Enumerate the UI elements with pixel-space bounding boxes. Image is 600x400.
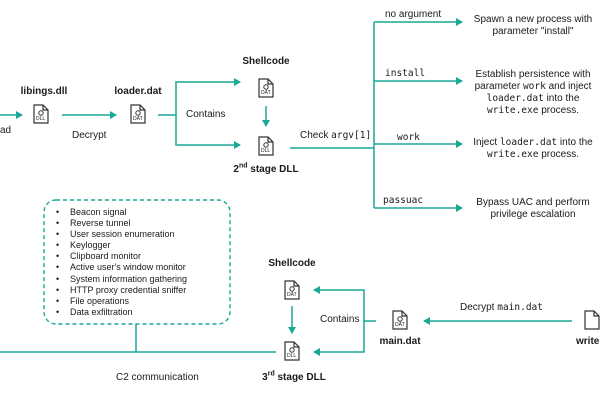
- write-file-icon: [584, 310, 600, 330]
- capabilities-box: [43, 199, 231, 325]
- stage2-dll-file-icon: DLL: [258, 136, 274, 156]
- loader-dat-label: loader.dat: [114, 86, 162, 97]
- capability-item: Beacon signal: [48, 207, 230, 218]
- main-dat-label: main.dat: [379, 336, 421, 347]
- libings-dll-file-icon: DLL: [33, 104, 49, 124]
- edge-main-contains-lower: [313, 321, 365, 356]
- main-dat-file-icon: DAT: [392, 310, 408, 330]
- shellcode-top-label: Shellcode: [242, 56, 290, 67]
- capability-item: HTTP proxy credential sniffer: [48, 285, 230, 296]
- branch-label-work: work: [397, 132, 420, 143]
- branch-label-passuac: passuac: [383, 195, 424, 206]
- capabilities-list: Beacon signal Reverse tunnel User sessio…: [48, 207, 230, 318]
- libings-dll-label: libings.dll: [20, 86, 68, 97]
- capability-item: User session enumeration: [48, 229, 230, 240]
- decrypt-main-label: Decrypt main.dat: [460, 302, 543, 313]
- stage3-dll-label: 3rd stage DLL: [262, 370, 326, 383]
- capability-item: Keylogger: [48, 240, 230, 251]
- capability-item: Active user's window monitor: [48, 262, 230, 273]
- desc-passuac: Bypass UAC and perform privilege escalat…: [476, 197, 590, 220]
- capability-item: System information gathering: [48, 274, 230, 285]
- capability-item: Data exfiltration: [48, 307, 230, 318]
- loader-dat-file-icon: DAT: [130, 104, 146, 124]
- desc-work: Inject loader.dat into the write.exe pro…: [473, 137, 593, 160]
- edge-loader-contains: [158, 78, 241, 116]
- contains-top-label: Contains: [186, 109, 226, 120]
- edge-main-contains: [313, 286, 376, 322]
- left-cut-label: ad: [0, 125, 12, 136]
- capability-item: File operations: [48, 296, 230, 307]
- contains-bottom-label: Contains: [320, 314, 360, 325]
- capability-item: Reverse tunnel: [48, 218, 230, 229]
- stage2-dll-label: 2nd stage DLL: [233, 162, 299, 175]
- desc-install: Establish persistence with parameter wor…: [474, 69, 592, 116]
- edge-loader-contains-lower: [175, 115, 241, 149]
- branch-label-install: install: [385, 68, 426, 79]
- decrypt-edge-label: Decrypt: [72, 130, 107, 141]
- branch-label-no-argument: no argument: [385, 9, 442, 20]
- write-exe-label: write: [576, 336, 600, 347]
- shellcode-bottom-label: Shellcode: [268, 258, 316, 269]
- desc-no-argument: Spawn a new process with parameter "inst…: [473, 14, 593, 37]
- shellcode-bottom-file-icon: DAT: [284, 280, 300, 300]
- c2-communication-label: C2 communication: [116, 372, 199, 383]
- check-argv-label: Check argv[1]: [300, 130, 372, 141]
- stage3-dll-file-icon: DLL: [284, 341, 300, 361]
- capability-item: Clipboard monitor: [48, 251, 230, 262]
- shellcode-top-file-icon: DAT: [258, 78, 274, 98]
